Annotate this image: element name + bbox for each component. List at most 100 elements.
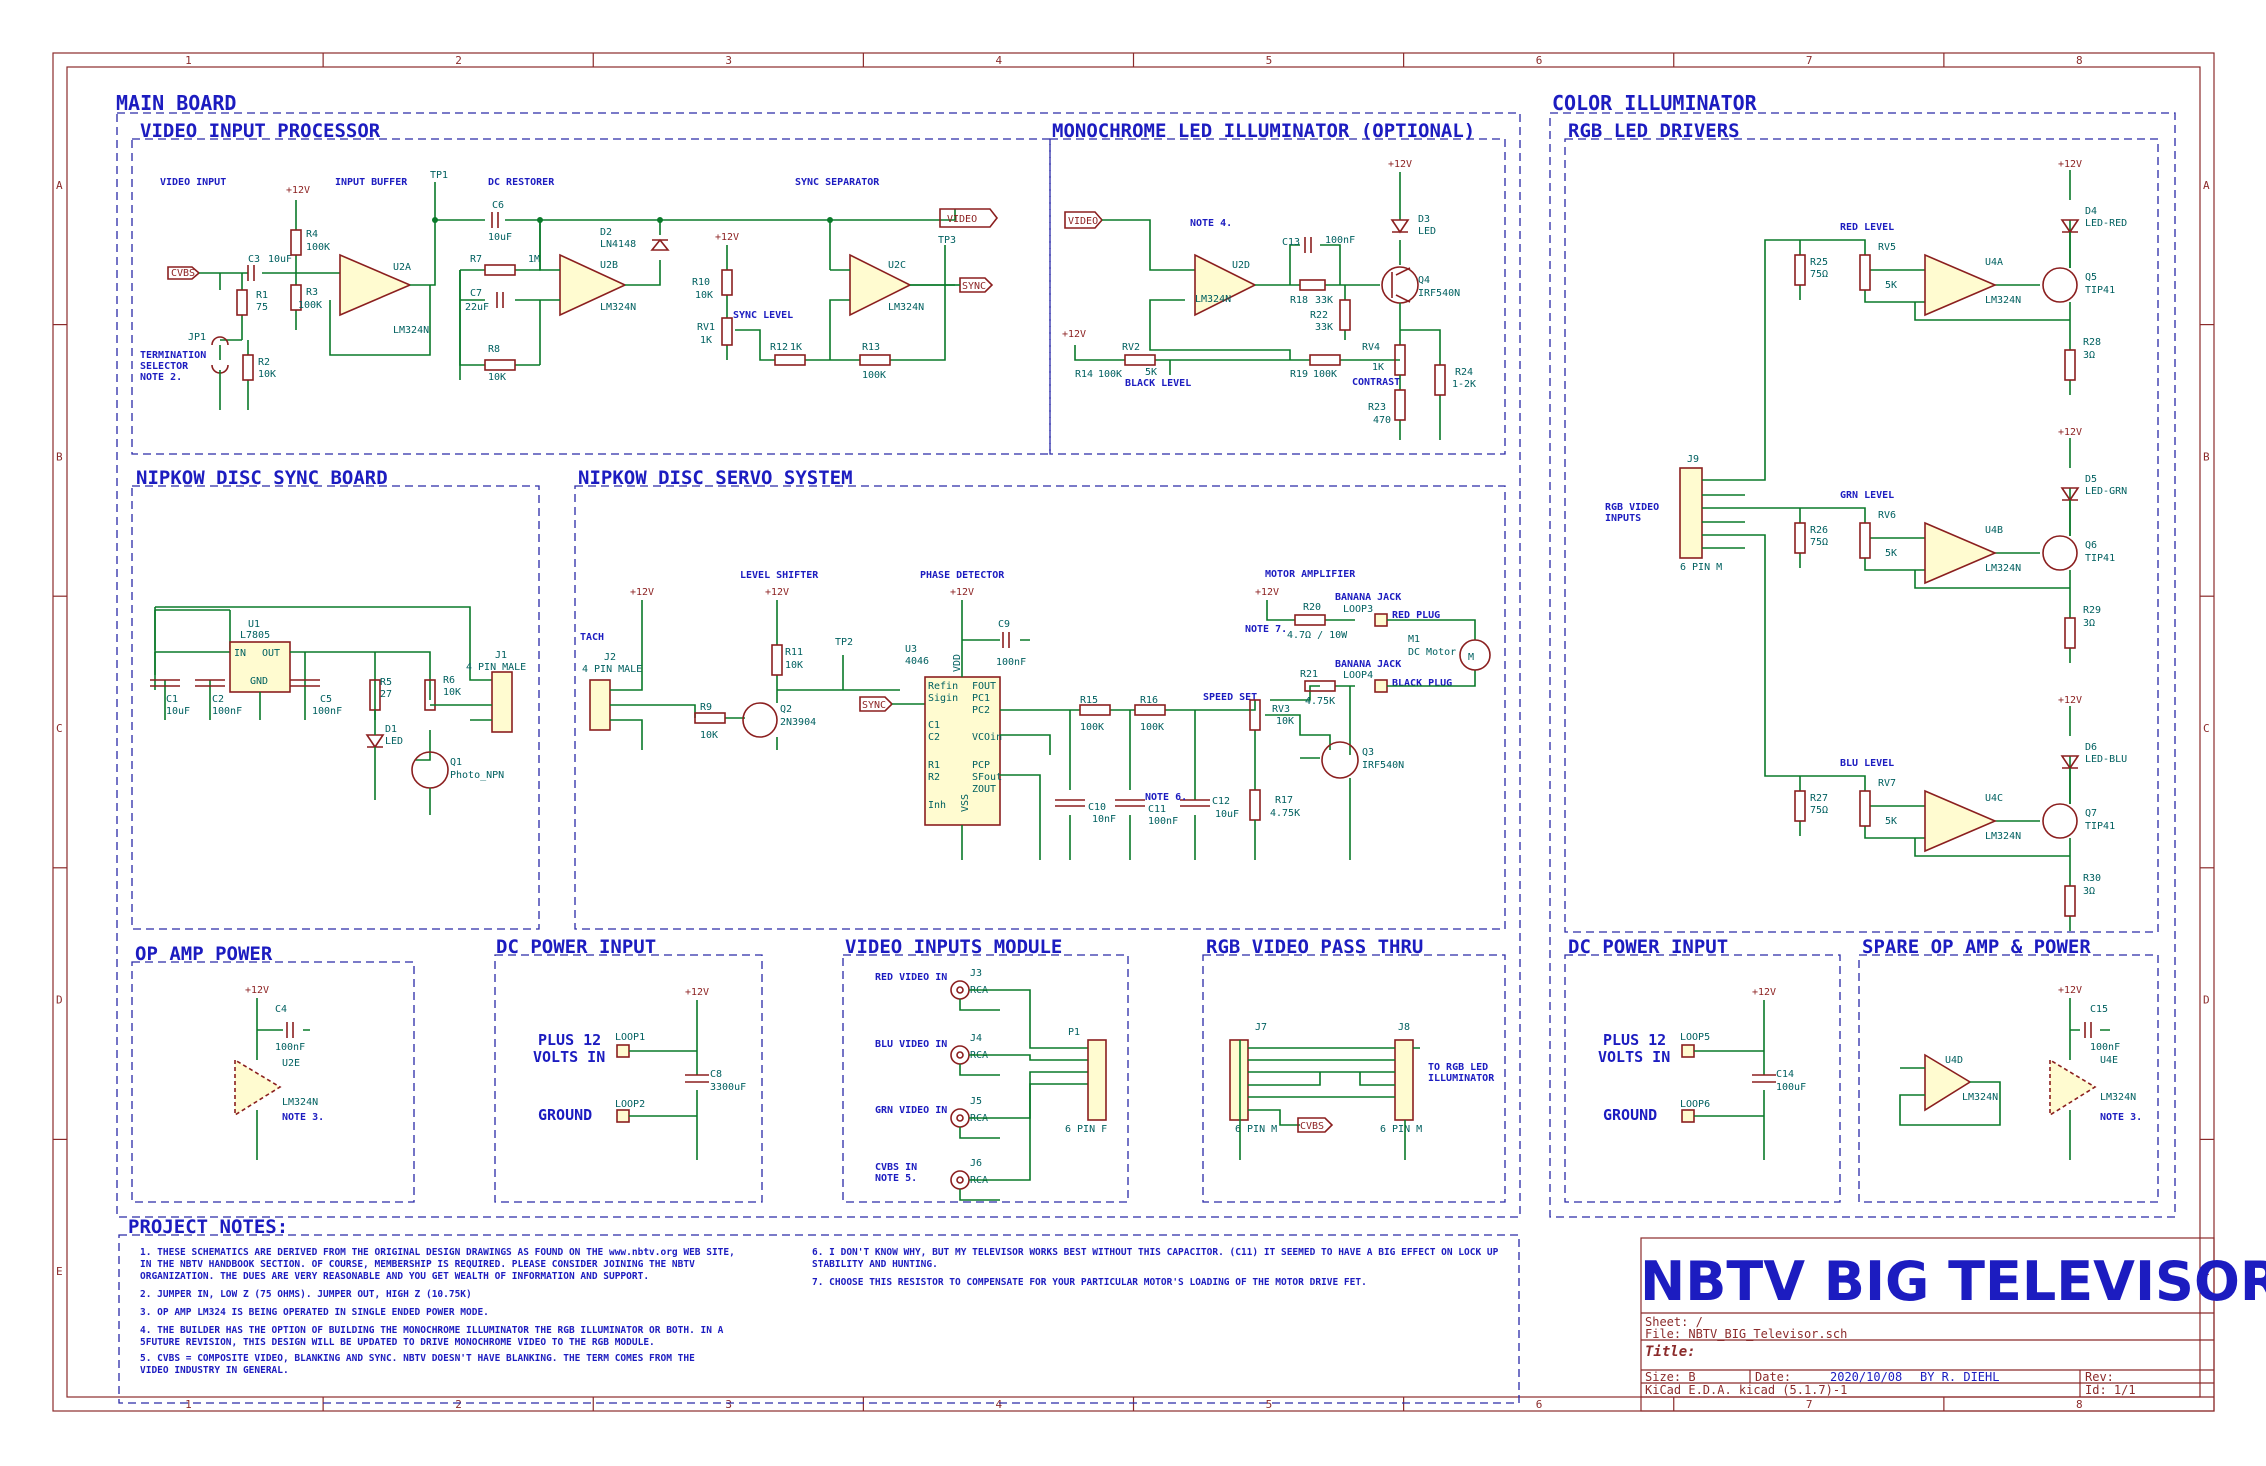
val-u2c: LM324N [888, 302, 924, 313]
val-r21: 4.75K [1305, 696, 1335, 707]
val-r11: 10K [785, 660, 803, 671]
rca-jack [950, 1045, 970, 1065]
u1-regulator [229, 641, 291, 693]
tb-sheet: Sheet: / [1645, 1315, 1703, 1329]
net-12v-c8: +12V [685, 987, 709, 998]
val-c9: 100nF [996, 657, 1026, 668]
note-line: 2. JUMPER IN, LOW Z (75 OHMS). JUMPER OU… [140, 1289, 472, 1300]
rgb-pass-thru-box [1202, 954, 1506, 1203]
val-r4: 100K [306, 242, 330, 253]
ref-d1: D1 [385, 724, 397, 735]
u3-pin-label: PCP [972, 760, 990, 771]
rgb-channel-1: GRN LEVELR2675ΩRV65KU4BLM324NQ6TIP41D5LE… [1794, 427, 2127, 663]
ref-u4b: U4B [1985, 525, 2003, 536]
ref-j1: J1 [495, 650, 507, 661]
ref-c15: C15 [2090, 1004, 2108, 1015]
opamp-u4b [1924, 521, 1998, 585]
frame-col-label-top: 4 [995, 54, 1002, 67]
val-q4: IRF540N [1418, 288, 1460, 299]
ref-rv7: RV7 [1878, 778, 1896, 789]
tb-file: File: NBTV_BIG_Televisor.sch [1645, 1327, 1847, 1341]
dc-power-right-circuit: PLUS 12 VOLTS IN GROUND LOOP5 LOOP6 +12V… [1598, 987, 1806, 1160]
ref-c7: C7 [470, 288, 482, 299]
label-level-shifter: LEVEL SHIFTER [740, 570, 819, 581]
val-j8: 6 PIN M [1380, 1124, 1422, 1135]
net-12v-channel: +12V [2058, 159, 2082, 170]
frame-row-label-left: E [56, 1265, 63, 1278]
val-r17: 4.75K [1270, 808, 1300, 819]
frame-row-label-left: D [56, 994, 63, 1007]
ref-r24: R24 [1455, 367, 1473, 378]
ref-u2c: U2C [888, 260, 906, 271]
val-r28: 3Ω [2083, 350, 2095, 361]
label-plus12-left: PLUS 12 [538, 1031, 601, 1049]
ref-rv6: RV6 [1878, 510, 1896, 521]
note-line: ORGANIZATION. THE DUES ARE VERY REASONAB… [140, 1271, 649, 1282]
label-cvbs-in: CVBS IN [875, 1162, 917, 1173]
val-j1: 4 PIN MALE [466, 662, 526, 673]
u3-pin-label: FOUT [972, 681, 996, 692]
u3-pin-label: VSS [960, 794, 971, 812]
ref-c5: C5 [320, 694, 332, 705]
frame-col-label-top: 2 [455, 54, 462, 67]
ref-j2: J2 [604, 652, 616, 663]
net-12v-u4e: +12V [2058, 985, 2082, 996]
u3-pin-label: SFout [972, 772, 1002, 783]
ref-r30: R30 [2083, 873, 2101, 884]
note-line: IN THE NBTV HANDBOOK SECTION. OF COURSE,… [140, 1259, 695, 1270]
color-illuminator-box [1549, 112, 2176, 1218]
ref-j9: J9 [1687, 454, 1699, 465]
net-12v-d3: +12V [1388, 159, 1412, 170]
loop5-jack [1681, 1044, 1695, 1058]
frame-row-label-right: D [2203, 994, 2210, 1007]
net-video-mono: VIDEO [1068, 216, 1098, 227]
transistor-q6 [2042, 535, 2078, 571]
nipkow-sync-circuit: U1 L7805 IN OUT GND C1 10uF C2 100nF C5 … [150, 606, 526, 815]
val-c1: 10uF [166, 706, 190, 717]
val-q1: Photo_NPN [450, 770, 504, 781]
nipkow-servo-box [574, 485, 1506, 930]
ref-rv5: RV5 [1878, 242, 1896, 253]
ref-u4a: U4A [1985, 257, 2003, 268]
j7-connector [1229, 1039, 1249, 1121]
val-c4: 100nF [275, 1042, 305, 1053]
net-12v-rv2: +12V [1062, 329, 1086, 340]
label-ground-right: GROUND [1603, 1106, 1657, 1124]
val-u4e: LM324N [2100, 1092, 2136, 1103]
note-line: 5FUTURE REVISION, THIS DESIGN WILL BE UP… [140, 1337, 655, 1348]
val-u2d: LM324N [1195, 294, 1231, 305]
val-u2a: LM324N [393, 325, 429, 336]
val-rv4: 1K [1372, 362, 1384, 373]
video-inputs-module-circuit: RED VIDEO IN BLU VIDEO IN GRN VIDEO IN C… [875, 968, 1107, 1201]
net-12v-c14: +12V [1752, 987, 1776, 998]
label-channel-level: GRN LEVEL [1840, 490, 1894, 501]
block-title-dc-power-left: DC POWER INPUT [496, 936, 656, 958]
net-sync-out: SYNC [962, 281, 986, 292]
note-line: 5. CVBS = COMPOSITE VIDEO, BLANKING AND … [140, 1353, 695, 1364]
val-j7: 6 PIN M [1235, 1124, 1277, 1135]
net-12v-channel: +12V [2058, 695, 2082, 706]
u3-pin-label: R1 [928, 760, 940, 771]
block-title-rgb-led-drivers: RGB LED DRIVERS [1568, 120, 1740, 142]
val-r5: 27 [380, 689, 392, 700]
ref-j8: J8 [1398, 1022, 1410, 1033]
loop4-jack [1374, 679, 1388, 693]
val-q6: TIP41 [2085, 553, 2115, 564]
u3-pin-label: R2 [928, 772, 940, 783]
ref-p1: P1 [1068, 1027, 1080, 1038]
net-12v-q2: +12V [765, 587, 789, 598]
block-title-project-notes: PROJECT NOTES: [128, 1216, 288, 1238]
tb-kicad: KiCad E.D.A. kicad (5.1.7)-1 [1645, 1383, 1847, 1397]
ref-tp1: TP1 [430, 170, 448, 181]
block-title-op-amp-power: OP AMP POWER [135, 943, 273, 965]
label-contrast: CONTRAST [1352, 377, 1400, 388]
ref-r6: R6 [443, 675, 455, 686]
label-volts-in-left: VOLTS IN [533, 1048, 605, 1066]
u3-pin-label: ZOUT [972, 784, 996, 795]
ref-loop6: LOOP6 [1680, 1099, 1710, 1110]
ref-rv4: RV4 [1362, 342, 1380, 353]
ref-j5: J5 [970, 1096, 982, 1107]
ref-m1: M1 [1408, 634, 1420, 645]
video-net-port [939, 208, 999, 228]
